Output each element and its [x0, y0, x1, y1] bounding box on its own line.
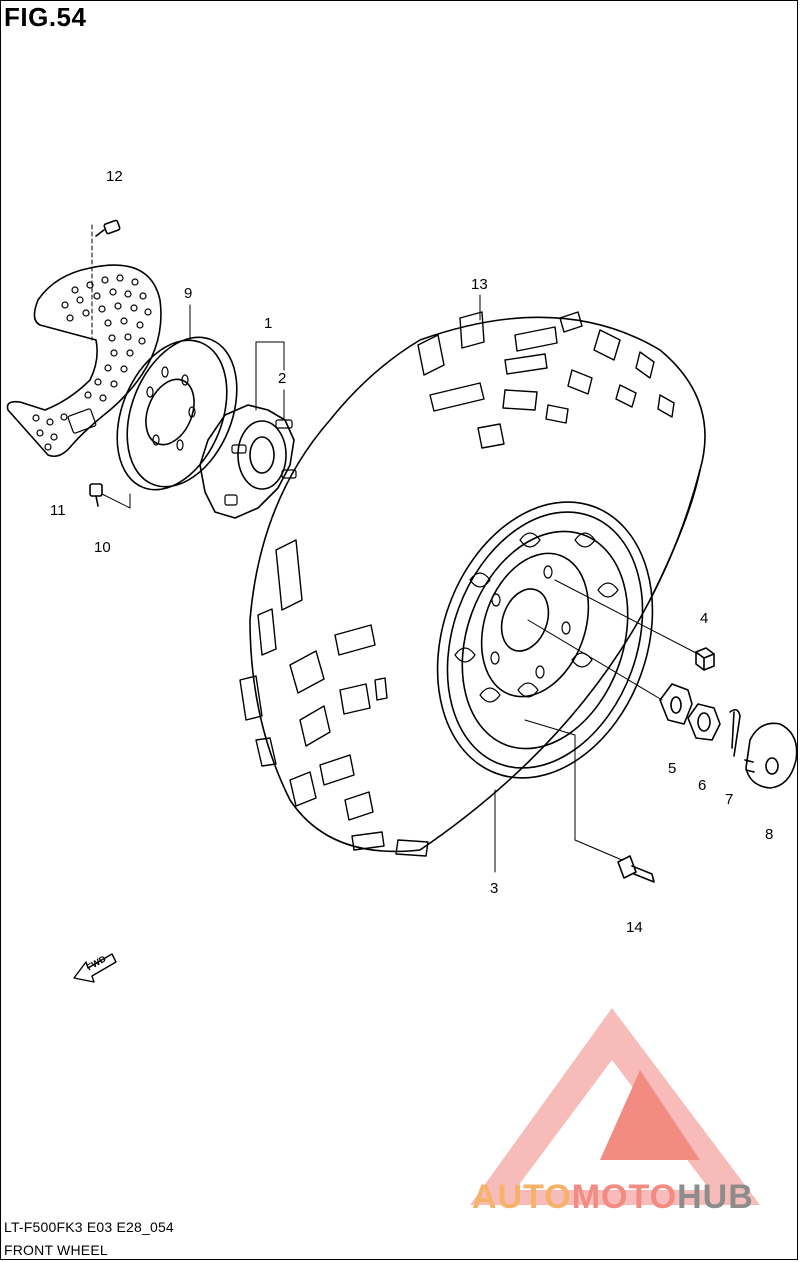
figure-caption: FRONT WHEEL	[4, 1242, 108, 1258]
callout-7: 7	[725, 791, 734, 808]
hub-cap	[744, 722, 798, 789]
callout-1: 1	[264, 315, 273, 332]
callout-10: 10	[94, 539, 111, 556]
callout-12: 12	[106, 168, 123, 185]
castle-nut	[687, 703, 721, 741]
callout-6: 6	[698, 777, 707, 794]
watermark-hub: HUB	[677, 1178, 754, 1216]
disc-bolt	[89, 483, 103, 507]
rim	[436, 501, 654, 779]
watermark-moto: MOTO	[571, 1178, 678, 1216]
automotohub-logo	[470, 1008, 760, 1205]
callout-5: 5	[668, 760, 677, 777]
wheel-stud	[617, 855, 655, 883]
callout-14: 14	[626, 919, 643, 936]
guard-bolt	[95, 219, 121, 237]
callout-2: 2	[278, 370, 287, 387]
disc-guard	[6, 264, 162, 458]
wheel-hub	[199, 404, 297, 519]
fwd-arrow	[73, 953, 117, 983]
watermark-text: AUTOMOTOHUB	[472, 1178, 754, 1217]
tire	[239, 311, 706, 857]
model-code: LT-F500FK3 E03 E28_054	[4, 1219, 174, 1235]
watermark-auto: AUTO	[472, 1178, 572, 1216]
wheel-washer	[659, 683, 693, 725]
callout-9: 9	[184, 285, 193, 302]
wheel-nut	[695, 647, 715, 671]
callout-13: 13	[471, 276, 488, 293]
figure-title: FIG.54	[4, 2, 87, 32]
callout-4: 4	[700, 610, 709, 627]
leader-lines	[189, 294, 701, 873]
brake-disc	[116, 336, 238, 491]
callout-8: 8	[765, 826, 774, 843]
cotter-pin	[729, 708, 741, 757]
callout-3: 3	[490, 880, 499, 897]
callout-11: 11	[50, 502, 66, 519]
